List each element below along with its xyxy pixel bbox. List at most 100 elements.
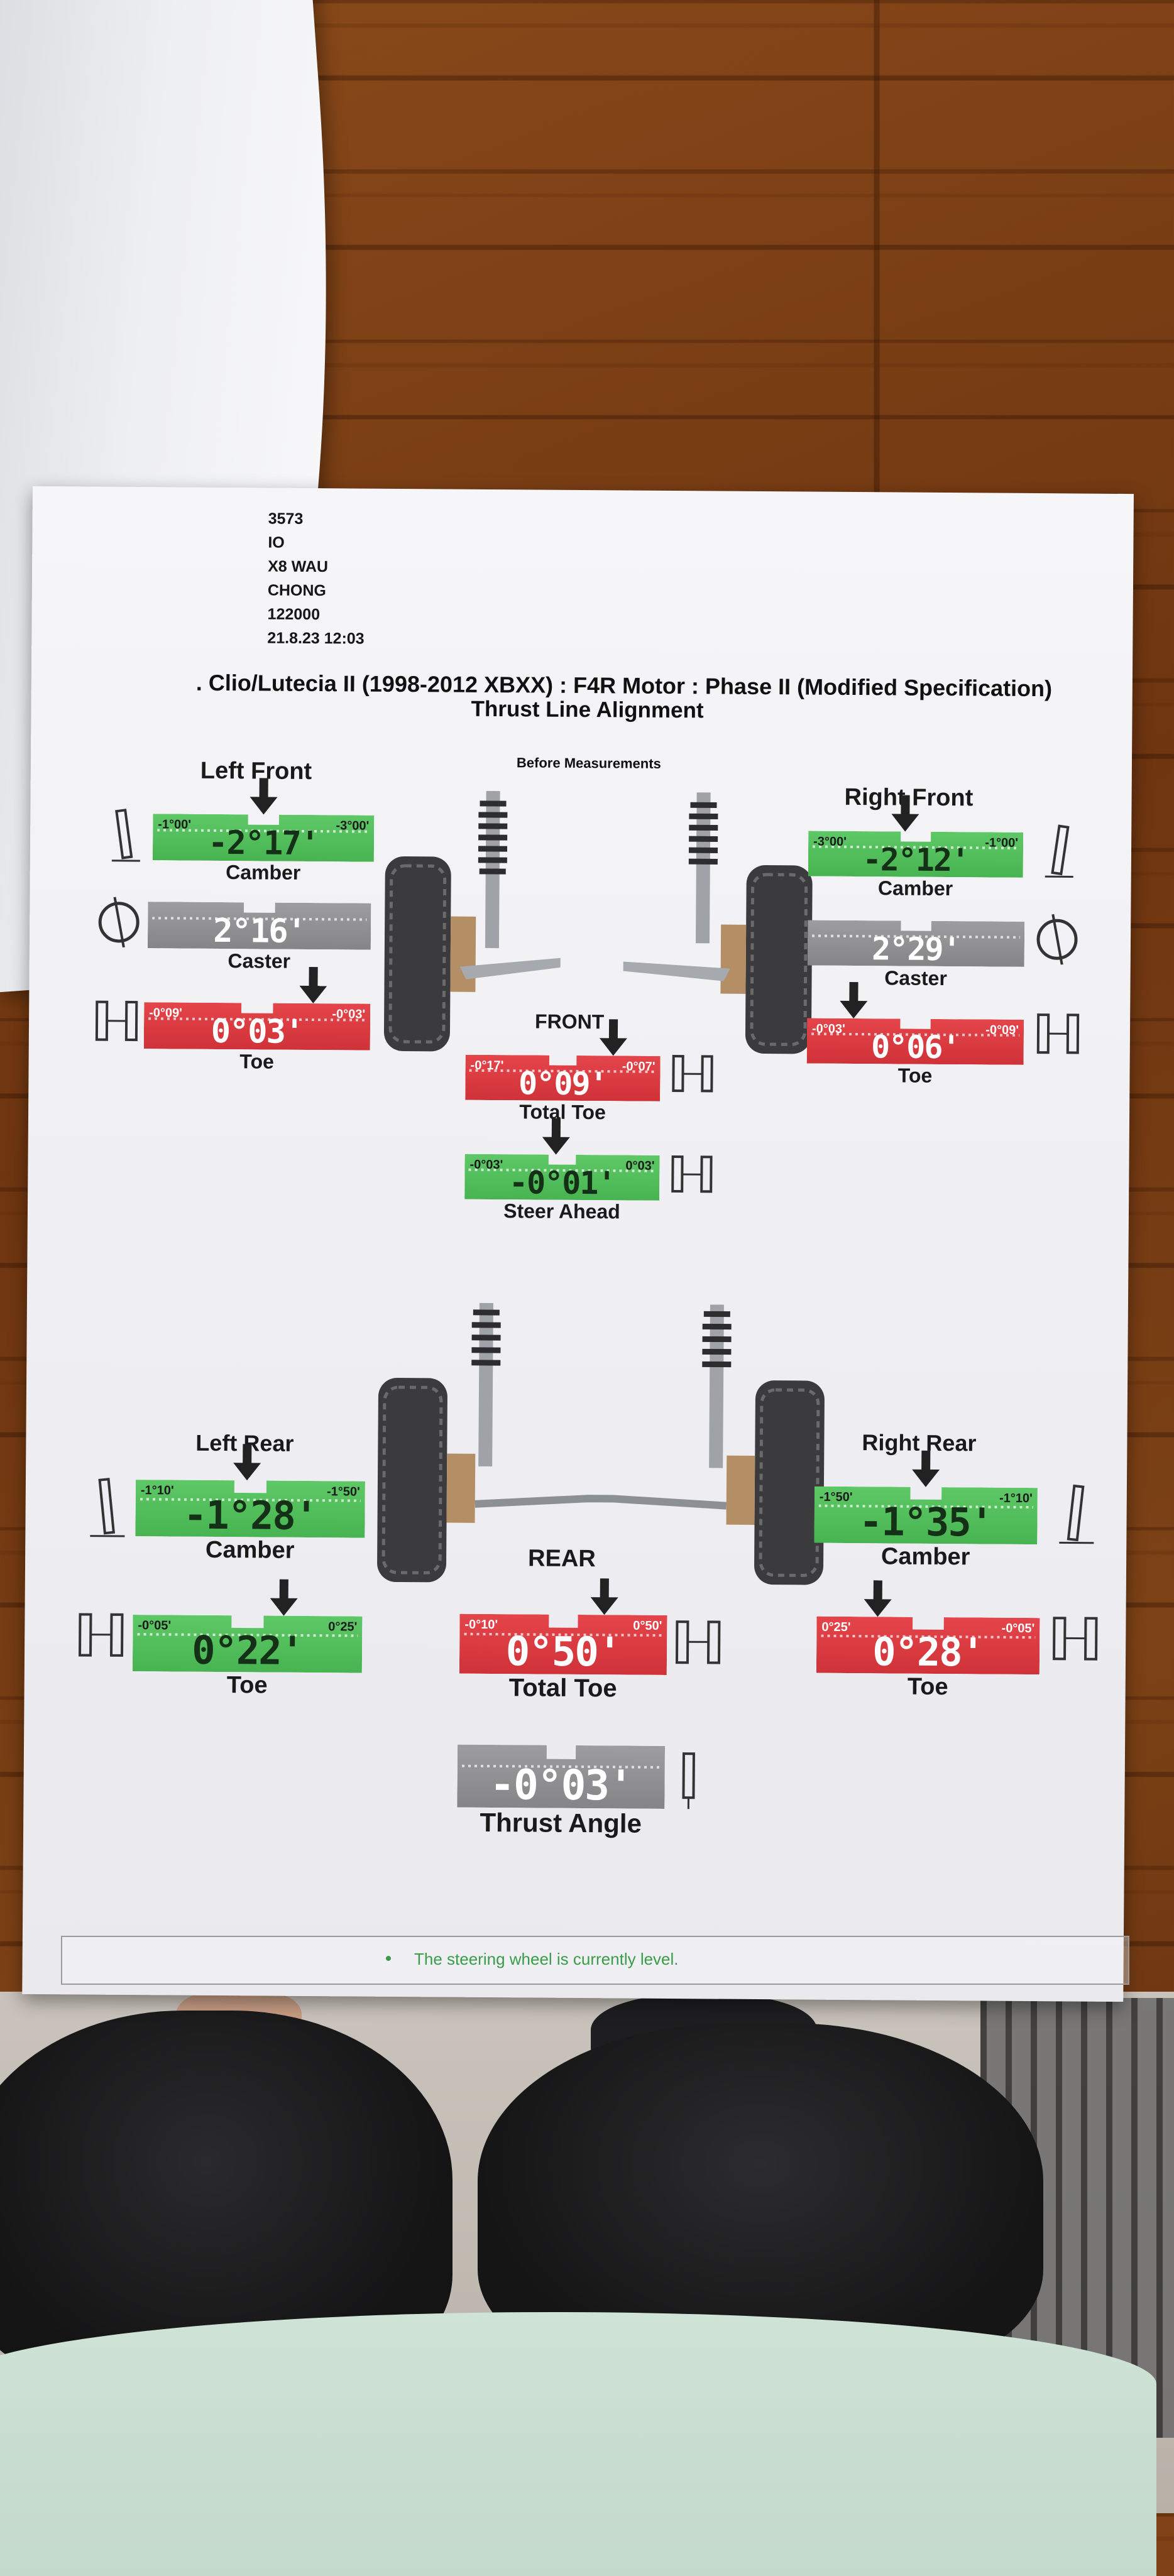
front-total-toe-gauge: -0°17' -0°07' 0°09' bbox=[465, 1055, 660, 1101]
rf-camber-caption-wrap: Camber bbox=[808, 876, 1023, 901]
header-line: CHONG bbox=[268, 578, 365, 603]
gauge-value: -0°01' bbox=[464, 1164, 659, 1202]
report-subtitle: Thrust Line Alignment bbox=[471, 697, 703, 724]
front-total-toe-caption-wrap: Total Toe bbox=[465, 1100, 660, 1125]
gauge-caption: Thrust Angle bbox=[457, 1808, 664, 1839]
header-date: 21.8.23 12:03 bbox=[267, 626, 365, 650]
gauge-caption: Toe bbox=[816, 1673, 1040, 1701]
front-right-wheel bbox=[720, 865, 813, 1054]
rear-right-shock bbox=[701, 1304, 732, 1468]
rear-left-shock bbox=[471, 1303, 501, 1466]
gauge-value: 0°28' bbox=[816, 1629, 1040, 1676]
lf-camber-indicator-arrow bbox=[250, 797, 277, 814]
gauge-value: -2°12' bbox=[808, 841, 1023, 879]
rr-toe-caption-wrap: Toe bbox=[816, 1673, 1040, 1701]
lf-caster-gauge: 2°16' bbox=[148, 902, 371, 949]
rear-total-toe-indicator-arrow bbox=[591, 1597, 618, 1615]
header-line: 3573 bbox=[268, 507, 366, 532]
rf-caster-gauge: 2°29' bbox=[808, 920, 1024, 967]
toe-axle-icon bbox=[1033, 1008, 1084, 1066]
caster-wheel-icon bbox=[1034, 911, 1082, 965]
rear-total-toe-caption-wrap: Total Toe bbox=[459, 1674, 667, 1703]
toe-axle-icon bbox=[1049, 1612, 1103, 1672]
steer-ahead-indicator-arrow bbox=[542, 1137, 570, 1155]
rr-toe-gauge: 0°25' -0°05' 0°28' bbox=[816, 1617, 1040, 1674]
rr-camber-gauge: -1°50' -1°10' -1°35' bbox=[814, 1487, 1038, 1544]
lf-camber-gauge: -1°00' -3°00' -2°17' bbox=[153, 814, 375, 861]
camber-wheel-icon bbox=[106, 804, 144, 864]
gauge-caption: Toe bbox=[144, 1049, 370, 1074]
front-left-wheel bbox=[384, 856, 476, 1052]
gauge-value: -2°17' bbox=[153, 824, 374, 863]
thrust-angle-gauge: -0°03' bbox=[457, 1745, 665, 1809]
lf-toe-caption-wrap: Toe bbox=[144, 1049, 370, 1074]
gauge-value: -0°03' bbox=[457, 1760, 665, 1810]
steer-ahead-gauge: -0°03' 0°03' -0°01' bbox=[464, 1154, 659, 1201]
gauge-value: -1°28' bbox=[135, 1492, 365, 1539]
rear-suspension-illustration bbox=[368, 1296, 835, 1595]
rf-caster-caption-wrap: Caster bbox=[807, 966, 1024, 991]
lr-camber-indicator-arrow bbox=[233, 1463, 261, 1480]
rr-camber-caption-wrap: Camber bbox=[814, 1543, 1037, 1571]
before-measurements-label: Before Measurements bbox=[517, 755, 661, 772]
header-line: IO bbox=[268, 531, 365, 555]
gauge-caption: Total Toe bbox=[459, 1674, 667, 1703]
lf-caster-caption-wrap: Caster bbox=[148, 949, 371, 973]
lr-toe-indicator-arrow bbox=[270, 1598, 297, 1616]
gauge-caption: Camber bbox=[814, 1543, 1037, 1571]
shirt bbox=[0, 2312, 1156, 2576]
front-suspension-illustration bbox=[371, 778, 826, 1057]
gauge-caption: Camber bbox=[808, 876, 1023, 901]
lf-camber-caption-wrap: Camber bbox=[153, 860, 374, 885]
gauge-caption: Camber bbox=[135, 1536, 365, 1565]
status-bullet-icon bbox=[386, 1956, 391, 1961]
gauge-value: 2°16' bbox=[148, 912, 371, 951]
gauge-value: 0°03' bbox=[144, 1012, 370, 1052]
rf-camber-indicator-arrow bbox=[891, 814, 919, 831]
gauge-caption: Total Toe bbox=[465, 1100, 660, 1125]
gauge-caption: Camber bbox=[153, 860, 374, 885]
caster-wheel-icon bbox=[96, 894, 143, 948]
rr-camber-indicator-arrow bbox=[912, 1470, 940, 1487]
lr-camber-caption-wrap: Camber bbox=[135, 1536, 365, 1565]
toe-axle-icon bbox=[92, 996, 143, 1053]
lf-toe-indicator-arrow bbox=[299, 986, 327, 1003]
camber-wheel-icon bbox=[1056, 1480, 1097, 1549]
gauge-value: -1°35' bbox=[814, 1498, 1038, 1546]
gauge-caption: Toe bbox=[133, 1671, 362, 1700]
left-front-label: Left Front bbox=[200, 758, 312, 785]
steer-ahead-axle-icon bbox=[669, 1150, 716, 1208]
gauge-caption: Caster bbox=[807, 966, 1024, 991]
lr-toe-gauge: -0°05' 0°25' 0°22' bbox=[133, 1615, 363, 1673]
lr-toe-caption-wrap: Toe bbox=[133, 1671, 362, 1700]
gauge-value: 0°50' bbox=[459, 1629, 667, 1676]
rear-axle bbox=[475, 1498, 727, 1506]
lr-camber-gauge: -1°10' -1°50' -1°28' bbox=[135, 1480, 365, 1538]
thrust-angle-axle-icon bbox=[674, 1747, 706, 1810]
header-line: 122000 bbox=[267, 602, 365, 626]
rf-toe-gauge: -0°03' -0°09' 0°06' bbox=[807, 1018, 1024, 1065]
rear-left-wheel bbox=[377, 1378, 476, 1583]
total-toe-axle-icon bbox=[672, 1615, 726, 1676]
steer-ahead-caption-wrap: Steer Ahead bbox=[464, 1199, 659, 1224]
gauge-value: 0°09' bbox=[465, 1065, 660, 1103]
thrust-angle-caption-wrap: Thrust Angle bbox=[457, 1808, 664, 1839]
gauge-caption: Caster bbox=[148, 949, 371, 973]
gauge-value: 0°06' bbox=[807, 1029, 1024, 1066]
rear-right-wheel bbox=[726, 1380, 825, 1585]
toe-axle-icon bbox=[75, 1608, 129, 1668]
gauge-value: 2°29' bbox=[808, 931, 1024, 968]
front-total-toe-indicator-arrow bbox=[600, 1038, 627, 1056]
gauge-caption: Steer Ahead bbox=[464, 1199, 659, 1224]
total-toe-axle-icon bbox=[669, 1050, 717, 1104]
camber-wheel-icon bbox=[1042, 820, 1080, 880]
alignment-report-paper: 3573 IO X8 WAU CHONG 122000 21.8.23 12:0… bbox=[22, 486, 1134, 2002]
rear-total-toe-gauge: -0°10' 0°50' 0°50' bbox=[459, 1614, 667, 1675]
status-message-box: The steering wheel is currently level. bbox=[61, 1936, 1129, 1985]
rf-toe-indicator-arrow bbox=[840, 1001, 867, 1018]
camber-wheel-icon bbox=[87, 1473, 128, 1542]
gauge-value: 0°22' bbox=[133, 1627, 363, 1674]
report-header: 3573 IO X8 WAU CHONG 122000 21.8.23 12:0… bbox=[267, 507, 365, 651]
header-line: X8 WAU bbox=[268, 554, 365, 579]
gauge-caption: Toe bbox=[806, 1064, 1023, 1088]
